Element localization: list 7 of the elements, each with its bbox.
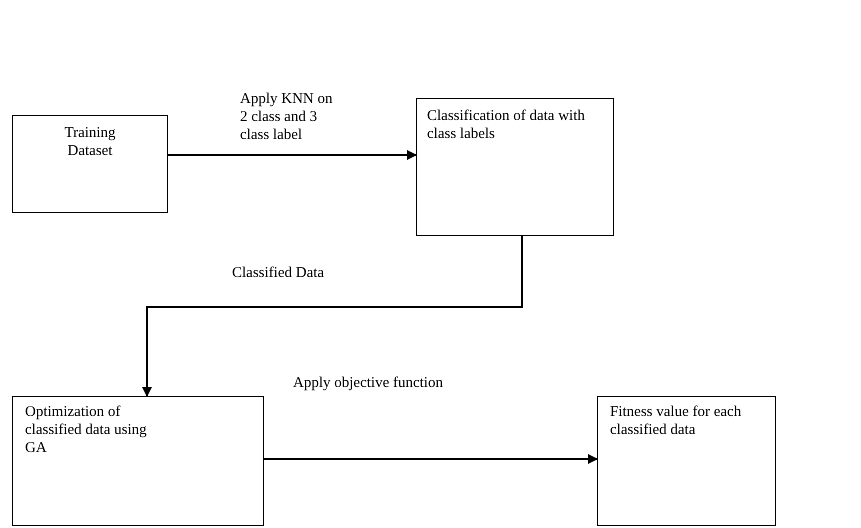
- process-box: Training Dataset: [12, 115, 168, 213]
- arrow: [142, 236, 523, 397]
- arrow: [168, 150, 417, 160]
- process-box: Fitness value for each classified data: [597, 396, 776, 526]
- process-box: Optimization of classified data using GA: [12, 396, 264, 526]
- process-box: Classification of data with class labels: [416, 98, 614, 236]
- arrow: [264, 454, 598, 464]
